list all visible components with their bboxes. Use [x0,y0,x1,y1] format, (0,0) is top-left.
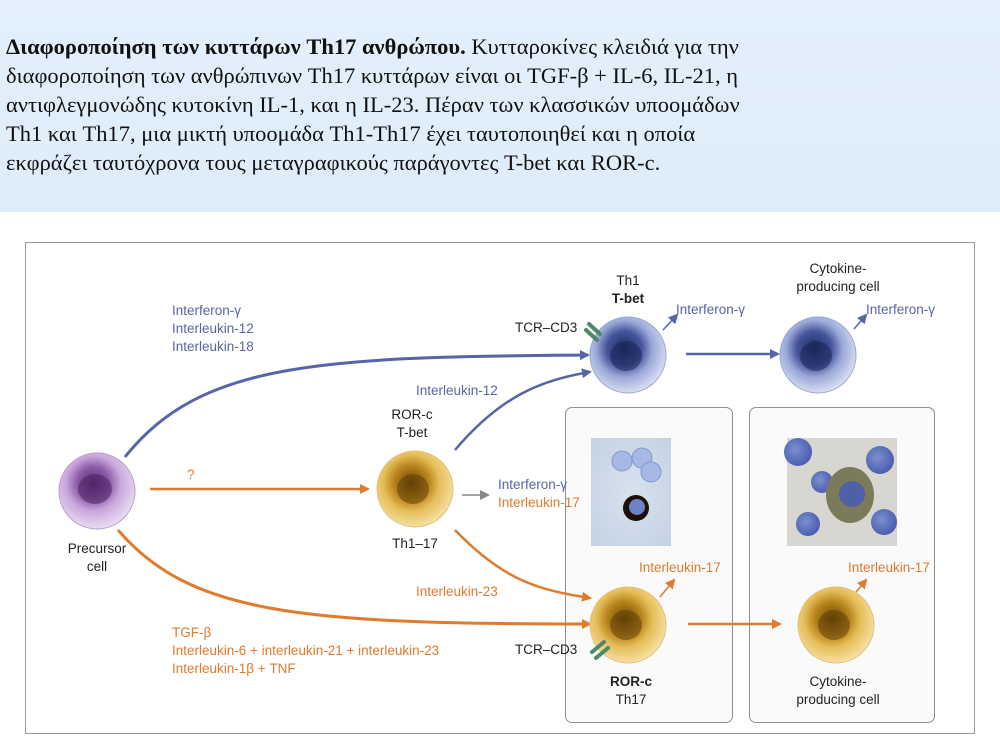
th17-secretion-arrow [659,578,676,598]
th1-cytokine-ifn-label: Interferon-γ [866,302,935,317]
question-mark: ? [187,467,195,482]
caption-line-5: εκφράζει ταυτόχρονα τους μεταγραφικούς π… [6,150,661,175]
mixed-il17-label: Interleukin-17 [498,495,580,510]
il12-arrow [454,368,592,451]
precursor-label-1: Precursor [68,541,127,556]
th1-ifn-label: Interferon-γ [676,302,745,317]
th17-path-arrow [116,529,592,629]
th1-path-arrow [123,350,590,458]
caption-title: Διαφοροποίηση των κυττάρων Th17 ανθρώπου… [6,34,466,59]
mixed-rorc: ROR-c [391,407,432,422]
th1-secretion-arrow [662,313,679,331]
precursor-label-2: cell [87,559,107,574]
th1-path-label-1: Interferon-γ [172,303,241,318]
th17-name: Th17 [616,692,647,707]
th17-cytokine-cell [797,586,875,664]
mixed-name: Th1–17 [392,536,438,551]
th1-cytokine-secretion-arrow [853,313,868,330]
th17-micrograph [591,438,671,546]
precursor-cell [58,452,136,530]
th17-cytokine-il17-label: Interleukin-17 [848,560,930,575]
th1-cell [589,316,667,394]
th17-rorc: ROR-c [610,674,652,689]
th1-cytokine-label-1: Cytokine- [809,261,866,276]
th17-cell [589,586,667,664]
th17-tcr-receptor-icon [590,640,610,660]
caption-line-1: Κυτταροκίνες κλειδιά για την [465,34,739,59]
th1-cytokine-cell [779,316,857,394]
il12-label: Interleukin-12 [416,383,498,398]
th17-differentiation-diagram: Interferon-γ Interleukin-12 Interleukin-… [58,261,935,707]
th1-cytokine-label-2: producing cell [796,279,879,294]
caption-line-3: αντιφλεγμονώδης κυτοκίνη IL-1, και η IL-… [6,92,740,117]
mixed-ifn-label: Interferon-γ [498,477,567,492]
th1-tcr-label: TCR–CD3 [515,320,577,335]
th1-path-label-2: Interleukin-12 [172,321,254,336]
il23-label: Interleukin-23 [416,584,498,599]
th1-path-label-3: Interleukin-18 [172,339,254,354]
th17-path-label-2: Interleukin-6 + interleukin-21 + interle… [172,643,439,658]
caption-line-2: διαφοροποίηση των ανθρώπινων Th17 κυττάρ… [6,63,738,88]
th17-path-label-1: TGF-β [172,625,211,640]
th1-tcr-receptor-icon [584,322,602,342]
cytokine-micrograph [784,438,897,546]
figure-area: Interferon-γ Interleukin-12 Interleukin-… [0,212,1000,750]
th17-tcr-label: TCR–CD3 [515,642,577,657]
caption-line-4: Th1 και Th17, μια μικτή υποομάδα Th1-Th1… [6,121,696,146]
th1-name: Th1 [616,273,639,288]
th17-cytokine-label-2: producing cell [796,692,879,707]
th17-il17-label: Interleukin-17 [639,560,721,575]
il23-arrow [454,529,592,602]
th17-cytokine-label-1: Cytokine- [809,674,866,689]
th1-tbet: T-bet [612,291,645,306]
mixed-tbet: T-bet [397,425,428,440]
figure-caption: Διαφοροποίηση των κυττάρων Th17 ανθρώπου… [6,32,996,177]
th17-path-label-3: Interleukin-1β + TNF [172,661,296,676]
figure-frame [25,242,975,734]
mixed-th1-17-cell [376,450,454,528]
